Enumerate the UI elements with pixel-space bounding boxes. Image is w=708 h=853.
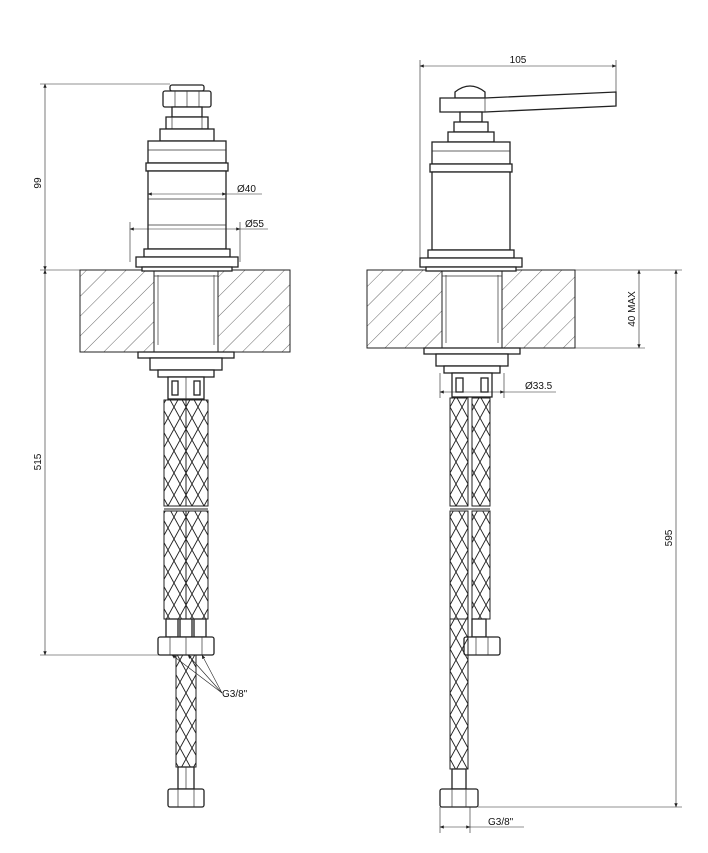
dim-side-counter-max-label: 40 MAX — [627, 291, 638, 327]
dim-front-height-label: 99 — [33, 177, 44, 189]
dim-front-height: 99 — [33, 83, 170, 271]
front-braided-hoses — [163, 399, 209, 620]
dim-side-total-length: 595 — [478, 269, 682, 808]
side-view: 105 40 MAX Ø33.5 595 — [366, 55, 682, 833]
dim-side-connection: G3/8" — [439, 807, 524, 833]
dim-front-hose-length: 515 — [33, 269, 160, 656]
dim-side-counter-max: 40 MAX — [575, 269, 682, 349]
dim-front-connection-label: G3/8" — [222, 689, 248, 700]
side-lever-handle — [439, 85, 617, 143]
dim-side-shank-dia: Ø33.5 — [439, 373, 556, 398]
front-body — [135, 140, 239, 272]
side-shank-nut — [423, 347, 521, 398]
front-hose-fittings — [157, 618, 215, 656]
dim-front-base-dia-label: Ø55 — [245, 219, 264, 230]
front-lower-hose — [167, 654, 205, 808]
dim-side-width: 105 — [419, 55, 617, 258]
dim-front-hose-length-label: 515 — [33, 453, 44, 470]
side-body — [419, 141, 523, 272]
dim-side-shank-dia-label: Ø33.5 — [525, 381, 553, 392]
dim-front-body-dia-label: Ø40 — [237, 184, 256, 195]
side-braided-hoses — [439, 397, 501, 808]
front-view: 99 Ø40 Ø55 515 G3/8" — [33, 83, 291, 808]
front-handle — [159, 84, 215, 142]
front-shank-nut — [137, 351, 235, 400]
dim-front-connection: G3/8" — [171, 654, 248, 700]
dim-front-base-dia: Ø55 — [129, 219, 268, 262]
dim-side-connection-label: G3/8" — [488, 817, 514, 828]
dim-front-body-dia: Ø40 — [147, 184, 262, 196]
dim-side-total-length-label: 595 — [664, 529, 675, 546]
dim-side-width-label: 105 — [510, 55, 527, 66]
